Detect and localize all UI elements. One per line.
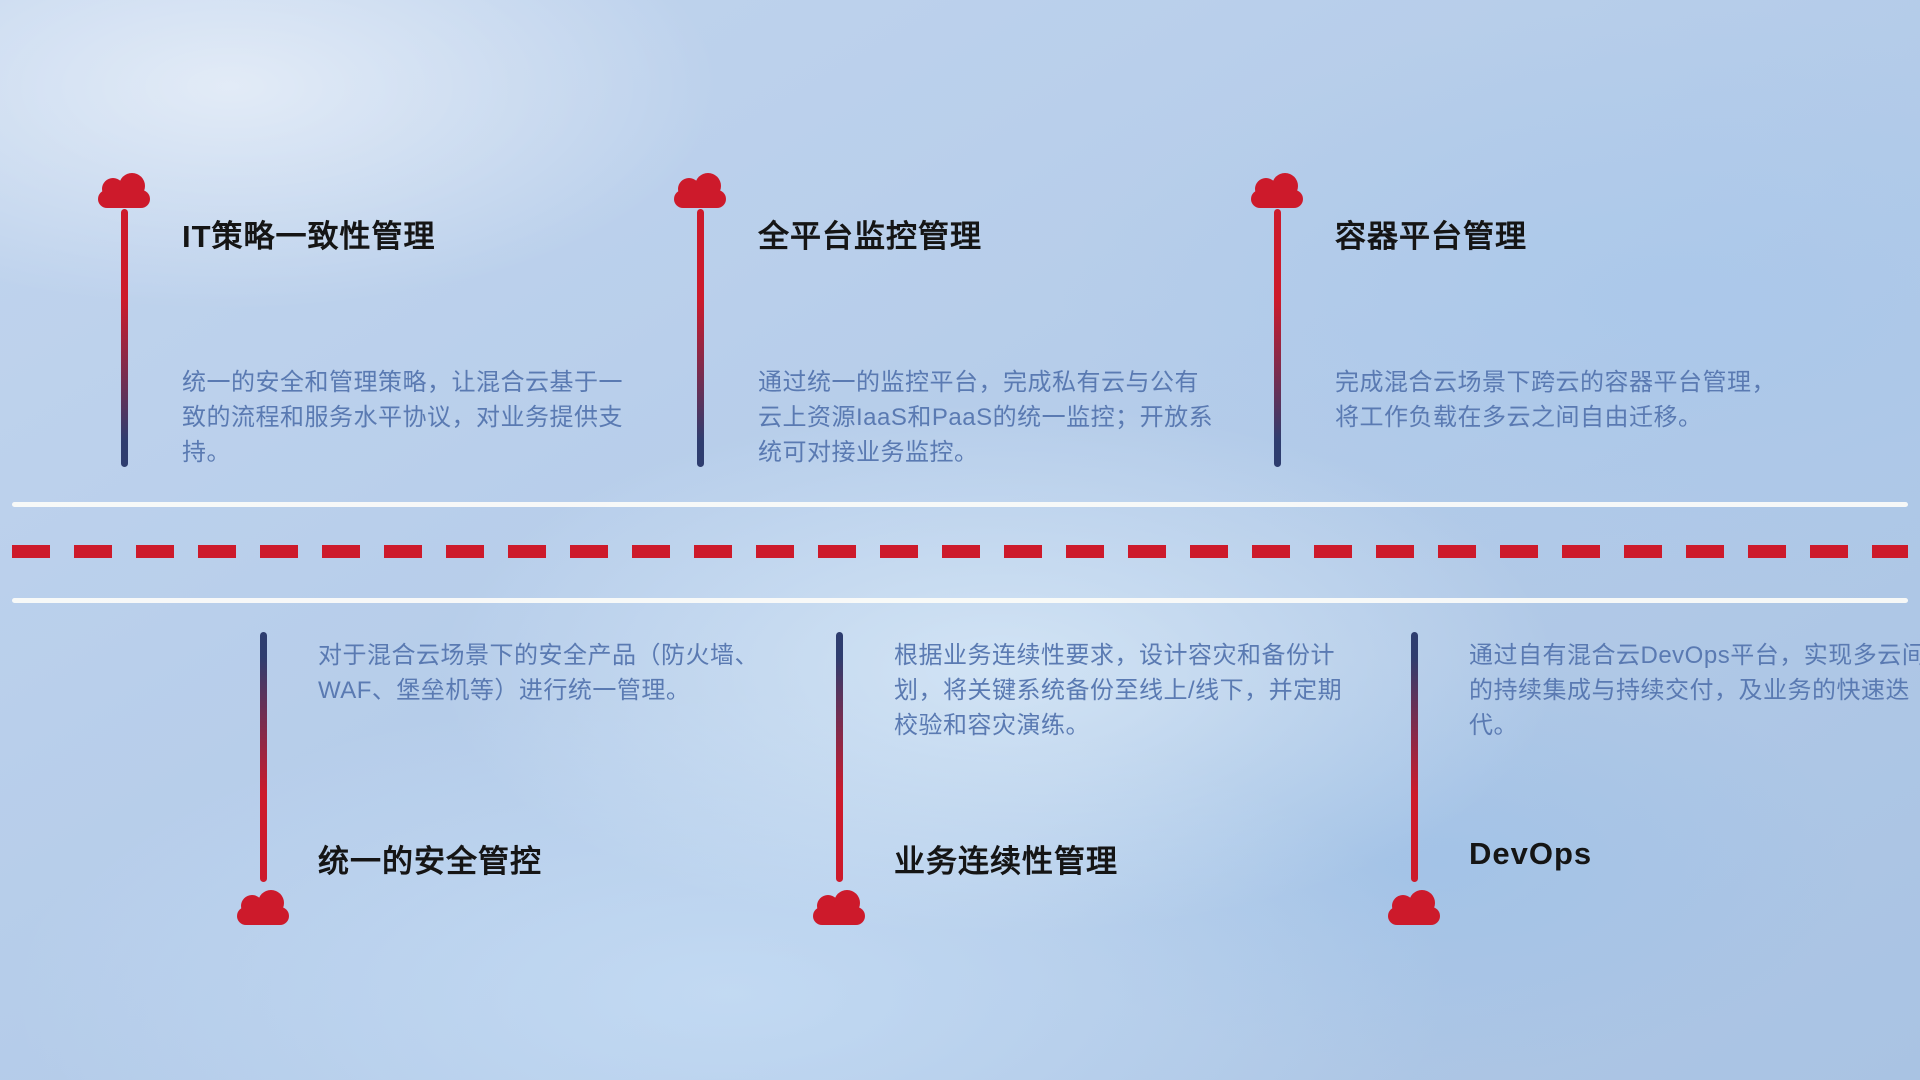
cloud-icon <box>1384 886 1444 928</box>
item-description: 统一的安全和管理策略，让混合云基于一致的流程和服务水平协议，对业务提供支持。 <box>182 369 623 466</box>
cloud-icon <box>1247 169 1307 211</box>
item-title: 全平台监控管理 <box>758 219 982 254</box>
cloud-icon <box>670 169 730 211</box>
cloud-icon <box>94 169 154 211</box>
divider-line-bottom <box>12 598 1908 603</box>
cloud-icon <box>809 886 869 928</box>
timeline-stem <box>1411 632 1418 882</box>
item-title: 业务连续性管理 <box>894 844 1118 879</box>
cloud-icon <box>233 886 293 928</box>
timeline-stem <box>697 209 704 467</box>
item-title: 统一的安全管控 <box>318 844 542 879</box>
divider-dashed-line <box>12 545 1908 558</box>
item-description: 通过统一的监控平台，完成私有云与公有云上资源IaaS和PaaS的统一监控；开放系… <box>758 369 1214 466</box>
item-description: 通过自有混合云DevOps平台，实现多云间的持续集成与持续交付，及业务的快速迭代… <box>1469 642 1920 739</box>
item-title: DevOps <box>1469 836 1593 871</box>
item-description: 完成混合云场景下跨云的容器平台管理，将工作负载在多云之间自由迁移。 <box>1335 369 1776 431</box>
item-description: 对于混合云场景下的安全产品（防火墙、WAF、堡垒机等）进行统一管理。 <box>318 642 759 704</box>
timeline-stem <box>1274 209 1281 467</box>
timeline-stem <box>836 632 843 882</box>
item-title: IT策略一致性管理 <box>182 219 436 254</box>
item-title: 容器平台管理 <box>1335 219 1527 254</box>
timeline-stem <box>260 632 267 882</box>
timeline-stem <box>121 209 128 467</box>
divider-line-top <box>12 502 1908 507</box>
item-description: 根据业务连续性要求，设计容灾和备份计划，将关键系统备份至线上/线下，并定期校验和… <box>894 642 1343 739</box>
